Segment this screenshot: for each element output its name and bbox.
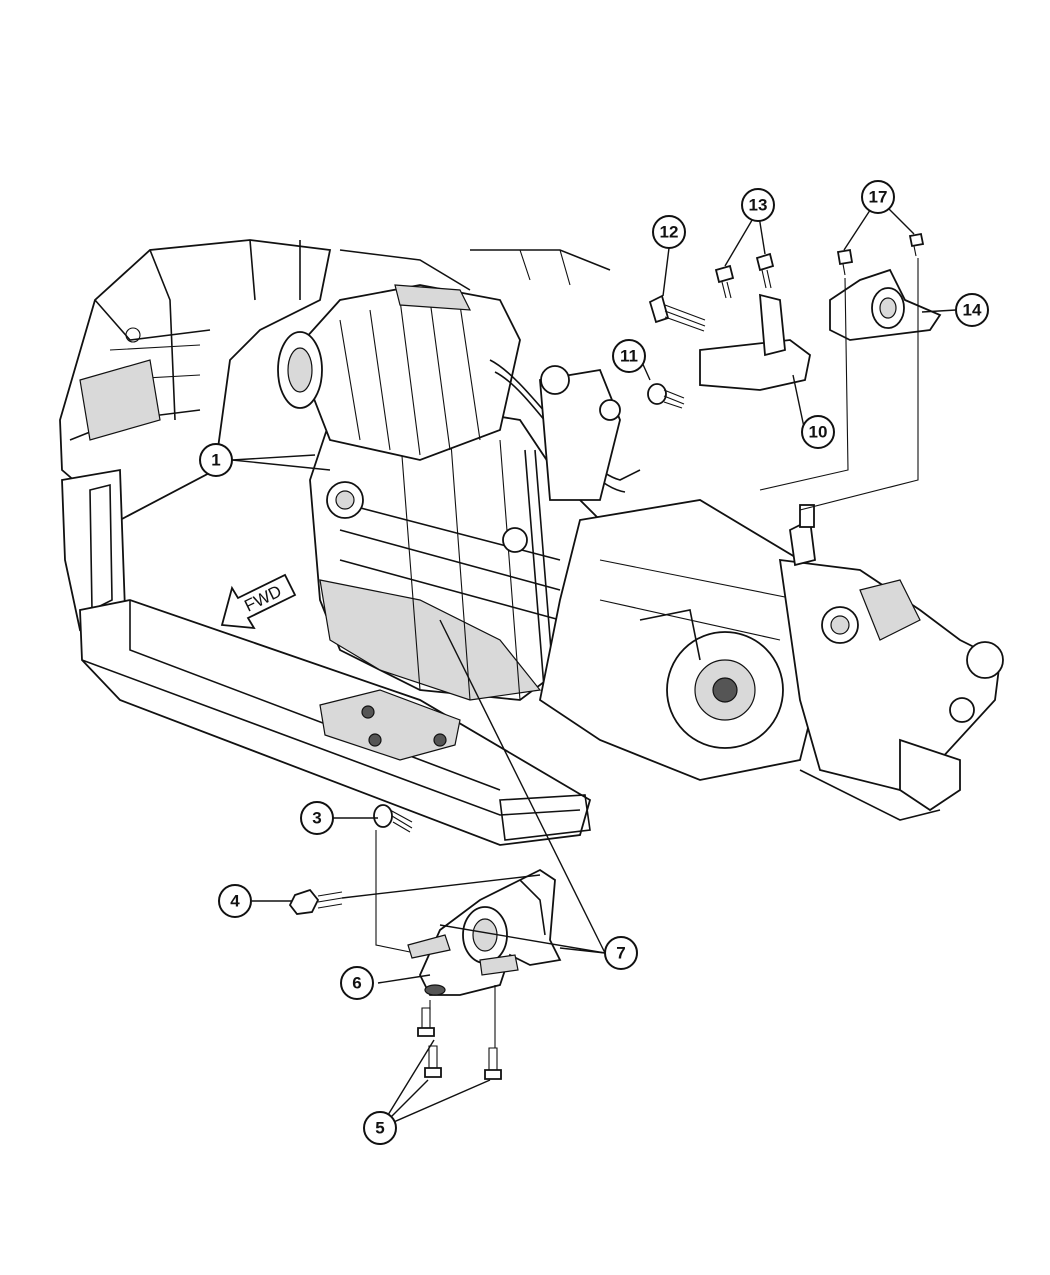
callout-11-label: 11 xyxy=(620,347,638,366)
bolt-part-3 xyxy=(373,804,413,833)
callout-11: 11 xyxy=(612,339,646,373)
callout-14-label: 14 xyxy=(963,301,982,320)
callout-4-label: 4 xyxy=(230,892,240,911)
leader-lines xyxy=(231,197,957,1129)
callout-17: 17 xyxy=(861,180,895,214)
bolts-part-5 xyxy=(417,1007,502,1080)
callout-12-label: 12 xyxy=(660,223,679,242)
callout-13-label: 13 xyxy=(749,196,768,215)
callout-6-label: 6 xyxy=(352,974,361,993)
bolts-part-17 xyxy=(836,232,925,276)
bolt-part-4 xyxy=(288,888,343,915)
callout-12: 12 xyxy=(652,215,686,249)
callout-17-label: 17 xyxy=(869,188,888,207)
bolt-part-11 xyxy=(647,383,685,409)
body-frame xyxy=(59,239,611,522)
callout-4: 4 xyxy=(218,884,252,918)
callout-7: 7 xyxy=(604,936,638,970)
callout-14: 14 xyxy=(955,293,989,327)
callout-13: 13 xyxy=(741,188,775,222)
callout-5: 5 xyxy=(363,1111,397,1145)
bolts-part-13 xyxy=(714,252,775,299)
callout-6: 6 xyxy=(340,966,374,1000)
callout-5-label: 5 xyxy=(375,1119,384,1138)
rear-mount-bracket xyxy=(699,268,942,391)
callout-7-label: 7 xyxy=(616,944,625,963)
callout-1-label: 1 xyxy=(211,451,220,470)
forward-direction-arrow: FWD xyxy=(220,573,297,630)
bolt-part-12 xyxy=(648,294,706,332)
left-mount-assembly xyxy=(407,868,562,996)
callout-10: 10 xyxy=(801,415,835,449)
transaxle-assembly xyxy=(538,499,1004,821)
engine-assembly xyxy=(277,284,641,701)
callout-1: 1 xyxy=(199,443,233,477)
callout-3: 3 xyxy=(300,801,334,835)
front-crossmember xyxy=(61,468,592,846)
callout-3-label: 3 xyxy=(312,809,321,828)
callout-10-label: 10 xyxy=(809,423,828,442)
